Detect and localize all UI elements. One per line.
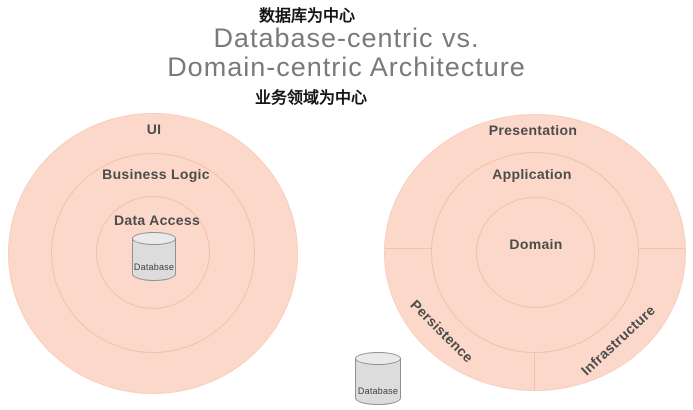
right-database-label: Database xyxy=(357,386,399,396)
right-middle-circle-application-layer xyxy=(431,152,639,353)
domain-layer-label: Domain xyxy=(509,236,563,252)
data-access-layer-label: Data Access xyxy=(113,212,201,228)
cylinder-top xyxy=(355,352,401,365)
right-ring-divider-left xyxy=(385,248,432,249)
right-ring-divider-right xyxy=(638,248,685,249)
cylinder-top xyxy=(132,232,176,245)
main-title-line2: Domain-centric Architecture xyxy=(167,52,526,82)
left-middle-circle-business-logic-layer xyxy=(51,153,255,353)
ui-layer-label: UI xyxy=(146,121,162,137)
business-logic-layer-label: Business Logic xyxy=(102,166,210,182)
presentation-layer-label: Presentation xyxy=(488,122,578,138)
cylinder-body xyxy=(132,238,176,281)
left-database-label: Database xyxy=(133,262,175,272)
cylinder-body xyxy=(355,358,401,405)
main-title-line1: Database-centric vs. xyxy=(213,23,480,53)
main-title: Database-centric vs. Domain-centric Arch… xyxy=(0,24,693,82)
right-database-cylinder-icon: Database xyxy=(355,352,401,405)
left-database-cylinder-icon: Database xyxy=(132,232,176,281)
right-inner-circle-domain-layer xyxy=(476,197,595,308)
chinese-caption-top: 数据库为中心 xyxy=(258,8,356,25)
chinese-caption-bottom: 业务领域为中心 xyxy=(254,90,368,107)
application-layer-label: Application xyxy=(492,166,572,182)
right-ring-divider-bottom xyxy=(534,353,535,390)
left-inner-circle-data-access-layer xyxy=(96,196,210,309)
